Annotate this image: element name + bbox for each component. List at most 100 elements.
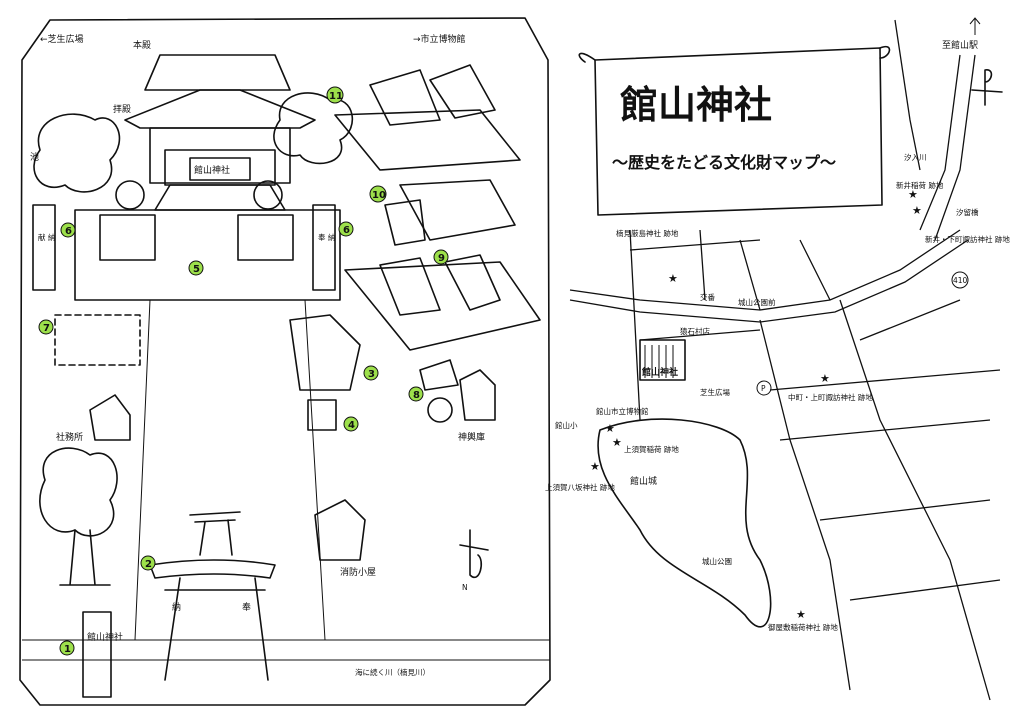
marker-9: 9	[433, 249, 449, 265]
label-park: 城山公園	[702, 556, 732, 566]
marker-7: 7	[38, 319, 54, 335]
tree-trunk	[59, 529, 111, 586]
fire-hut	[314, 499, 366, 561]
label-koban: 交番	[700, 292, 715, 302]
label-arai-inari: 新井稲荷 跡地	[896, 180, 944, 190]
label-torii-left: 納	[172, 601, 181, 613]
marker-group: 1 2 3 4 5 6 6 7 8 9 10 11	[38, 86, 449, 656]
svg-text:★: ★	[908, 188, 918, 201]
entrance-monument	[82, 611, 112, 698]
label-to-station: 至館山駅	[942, 39, 978, 51]
label-shibafu: 芝生広場	[700, 387, 730, 397]
star-markers: ★ ★ ★ ★ ★ ★ ★ ★	[590, 188, 922, 621]
marker-5: 5	[188, 260, 204, 276]
svg-text:★: ★	[590, 460, 600, 473]
marker-11: 11	[326, 86, 344, 104]
svg-text:3: 3	[368, 369, 375, 380]
tree	[33, 113, 121, 193]
arrow-shibafu: ←芝生広場	[40, 33, 84, 45]
water-basin	[307, 399, 337, 431]
south-road	[759, 319, 851, 691]
stone-pillar	[32, 204, 56, 291]
svg-text:7: 7	[43, 323, 50, 334]
svg-text:11: 11	[329, 91, 343, 102]
shamusho-building	[89, 394, 131, 441]
label-shiroyama-mae: 城山公園前	[738, 297, 776, 307]
tree	[273, 92, 354, 165]
stone-platform	[74, 209, 341, 301]
komainu-left	[99, 214, 156, 261]
svg-text:10: 10	[372, 190, 386, 201]
svg-text:★: ★	[796, 608, 806, 621]
stone-ring	[54, 314, 141, 366]
label-route: 410	[953, 276, 968, 285]
label-kusumi: 楠見厳島神社 跡地	[616, 228, 679, 238]
marker-8: 8	[408, 386, 424, 402]
svg-text:★: ★	[612, 436, 622, 449]
compass-icon	[971, 69, 1003, 106]
label-shoubou: 消防小屋	[340, 566, 376, 578]
svg-text:9: 9	[438, 253, 445, 264]
label-kamisuka-inari: 上須賀稲荷 跡地	[624, 444, 679, 454]
label-mikoshi: 神輿庫	[458, 431, 485, 443]
compass-icon	[459, 529, 489, 579]
north-arrow-icon	[969, 17, 981, 35]
label-torii-right: 奉	[242, 601, 251, 613]
svg-text:★: ★	[820, 372, 830, 385]
marker-4: 4	[343, 416, 359, 432]
svg-text:1: 1	[64, 644, 71, 655]
compass-n: N	[462, 583, 468, 592]
platform-10	[399, 179, 516, 241]
svg-text:2: 2	[145, 559, 152, 570]
label-goyashiki: 御屋敷稲荷神社 跡地	[768, 622, 838, 632]
label-honden: 本殿	[133, 39, 151, 51]
label-yasaka: 上須賀八坂神社 跡地	[545, 482, 615, 492]
marker-6a: 6	[60, 222, 76, 238]
marker-3: 3	[363, 365, 379, 381]
label-ike: 池	[30, 151, 39, 163]
label-shiodome: 汐留橋	[956, 207, 979, 217]
svg-text:4: 4	[348, 420, 355, 431]
komainu-right	[237, 214, 294, 261]
svg-text:6: 6	[343, 225, 350, 236]
svg-text:★: ★	[605, 422, 615, 435]
map-title: 館山神社	[620, 82, 772, 127]
temizuya	[289, 314, 361, 391]
parking-icon	[756, 380, 772, 396]
label-castle: 館山城	[630, 475, 657, 487]
label-pillar-right: 奉 納	[318, 232, 335, 242]
label-school: 館山小	[555, 420, 578, 430]
route-badge	[951, 271, 969, 289]
label-pillar-left: 献 納	[38, 232, 55, 242]
torii-gate	[149, 511, 276, 681]
marker-6b: 6	[338, 221, 354, 237]
mikoshi-building	[459, 369, 496, 421]
grounds-border	[19, 17, 551, 706]
main-road	[569, 229, 961, 311]
stone-monument	[419, 359, 459, 391]
label-shrine-plaque: 館山神社	[194, 164, 230, 176]
label-naka-suwa: 中町・上町諏訪神社 跡地	[788, 392, 873, 402]
arrow-museum: →市立博物館	[413, 33, 466, 45]
map-subtitle: 〜歴史をたどる文化財マップ〜	[612, 153, 836, 172]
label-jinja: 館山神社	[641, 366, 678, 378]
svg-text:★: ★	[912, 204, 922, 217]
tree	[39, 447, 118, 537]
label-river-note: 海に続く川（楠見川）	[355, 667, 430, 677]
platform-11	[334, 109, 521, 171]
label-shamusho: 社務所	[56, 431, 83, 443]
grounds-map: ←芝生広場 →市立博物館 本殿 拝殿 館山神社 池 献 納 奉 納	[19, 17, 551, 706]
haiden-building	[124, 54, 316, 211]
marker-10: 10	[369, 185, 387, 203]
north-road	[919, 54, 976, 241]
svg-text:8: 8	[413, 390, 420, 401]
platform-9	[344, 261, 541, 351]
shrine-block	[639, 339, 686, 381]
stone-pillar	[312, 204, 336, 291]
marker-2: 2	[140, 555, 156, 571]
svg-text:6: 6	[65, 226, 72, 237]
label-haiden: 拝殿	[113, 103, 131, 115]
approach-path	[134, 299, 326, 641]
shiroyama-park	[597, 418, 772, 628]
